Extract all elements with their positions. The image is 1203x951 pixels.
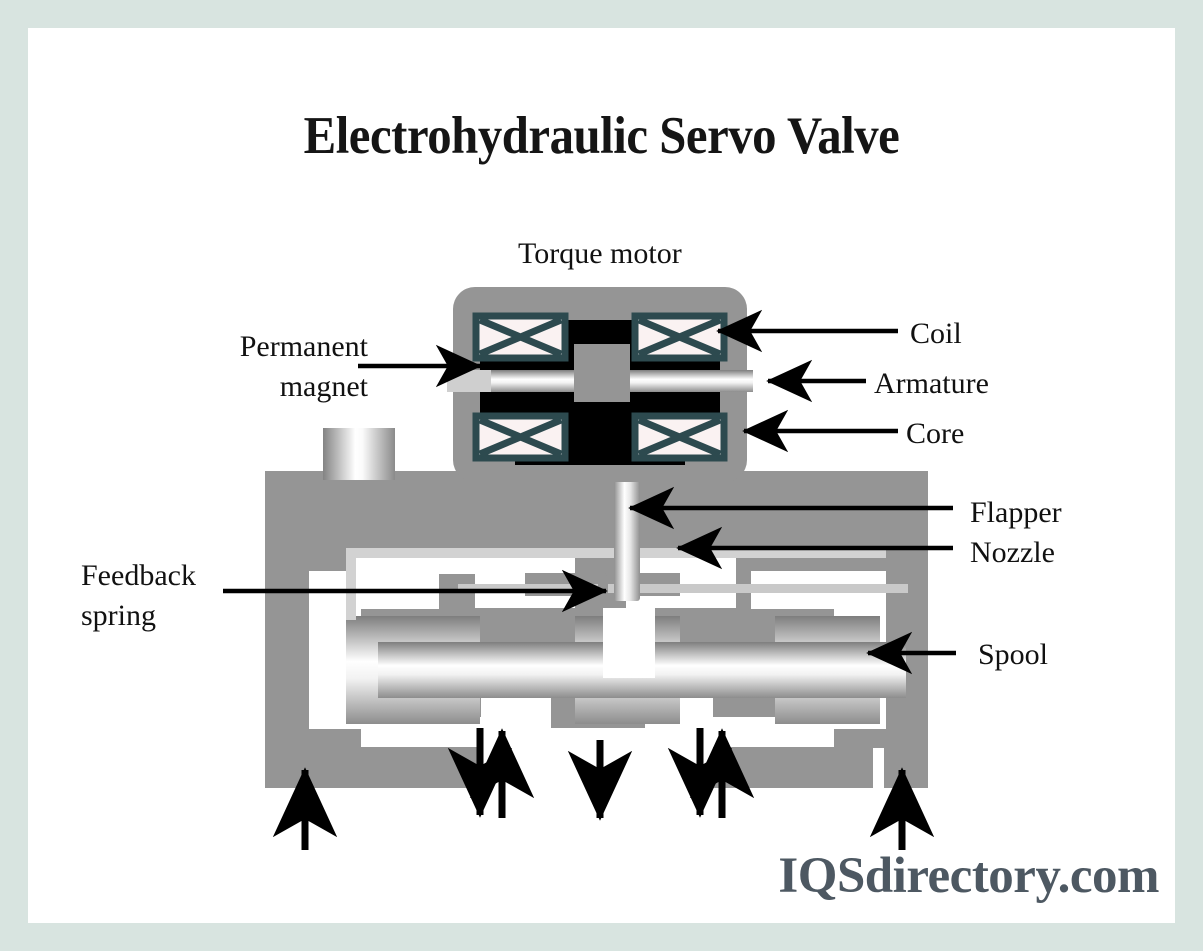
figure-canvas: Electrohydraulic Servo Valve — [28, 28, 1175, 923]
label-coil: Coil — [910, 317, 962, 350]
coil-bottom-right — [631, 412, 728, 462]
coil-winding-cross — [478, 316, 563, 358]
label-feedback-spring-line2: spring — [81, 598, 156, 632]
torque-motor-group — [447, 287, 753, 540]
flapper-tip-chamber — [603, 608, 655, 678]
coil-winding-cross — [637, 316, 722, 358]
leader-lines — [223, 309, 956, 675]
coil-top-right — [631, 312, 728, 362]
motor-leg-left — [480, 482, 518, 540]
motor-leg-right — [682, 482, 720, 540]
coil-winding-cross — [478, 416, 563, 458]
label-permanent-magnet: Permanent magnet — [48, 327, 368, 406]
port-a-outlet — [481, 689, 551, 788]
feedback-spring-left-strand — [458, 584, 598, 593]
feedback-spring-wire — [346, 548, 886, 620]
spool-end-left — [346, 616, 378, 724]
label-feedback-spring: Feedback spring — [81, 556, 196, 635]
label-armature: Armature — [874, 367, 989, 400]
label-permanent-magnet-line2: magnet — [279, 369, 368, 403]
valve-body-group — [265, 456, 928, 788]
page-title: Electrohydraulic Servo Valve — [303, 107, 900, 165]
coil-bottom-left — [472, 412, 569, 462]
side-plug-cylinder — [323, 428, 395, 480]
label-torque-motor: Torque motor — [518, 237, 682, 270]
armature-pivot-block — [574, 344, 630, 402]
feedback-spring-right-strand — [608, 584, 908, 593]
permanent-magnet-bar — [447, 370, 491, 392]
label-flapper: Flapper — [970, 496, 1062, 529]
label-feedback-spring-line1: Feedback — [81, 559, 196, 592]
coil-winding-cross — [637, 416, 722, 458]
servo-valve-diagram — [223, 287, 956, 850]
label-core: Core — [906, 417, 965, 450]
label-nozzle: Nozzle — [970, 536, 1055, 569]
watermark: IQSdirectory.com — [778, 848, 1159, 904]
label-permanent-magnet-line1: Permanent — [239, 330, 368, 363]
supply-right-wall-foot — [884, 753, 928, 788]
coil-top-left — [472, 312, 569, 362]
flow-arrows — [272, 728, 935, 850]
label-spool: Spool — [978, 638, 1049, 671]
